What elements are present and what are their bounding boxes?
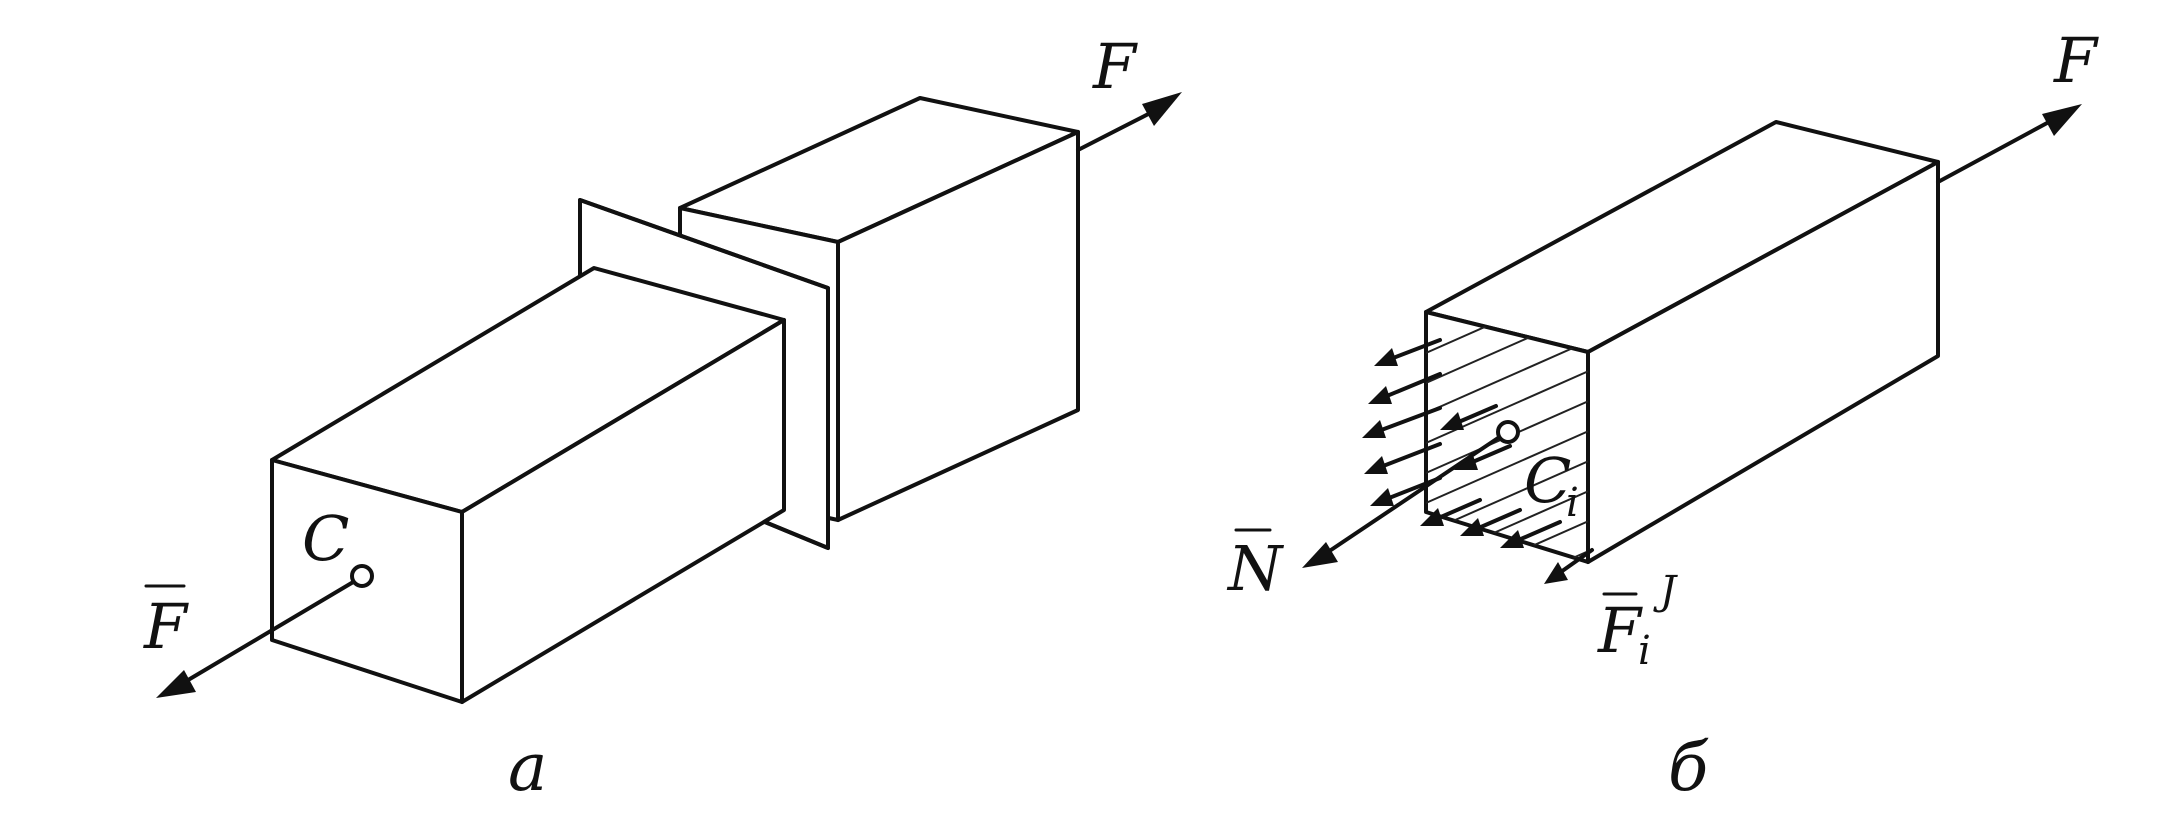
centroid-label-a: C — [302, 502, 349, 575]
svg-text:C: C — [1524, 444, 1571, 517]
internal-force-arrows — [1362, 338, 1594, 584]
svg-text:i: i — [1638, 628, 1651, 674]
svg-text:J: J — [1653, 568, 1678, 614]
force-label-left-a: F — [143, 584, 189, 663]
force-arrow-right-b — [1936, 104, 2082, 184]
centroid-point-a — [350, 564, 374, 588]
internal-force-label: F i J — [1597, 568, 1678, 674]
caption-b: б — [1668, 729, 1709, 806]
normal-force-label: N — [1226, 528, 1285, 605]
centroid-label-b: C i — [1524, 444, 1579, 526]
svg-text:i: i — [1566, 480, 1579, 526]
figure-a: F F C a — [143, 30, 1182, 806]
caption-a: a — [508, 729, 547, 806]
normal-force-arrow — [1302, 432, 1506, 568]
force-arrow-right-a — [1076, 92, 1182, 152]
left-prism — [270, 266, 786, 704]
force-arrow-left-a — [156, 576, 362, 698]
centroid-point-b — [1496, 420, 1520, 444]
figure-b: N C i F F i J б — [1226, 24, 2099, 806]
svg-text:F: F — [143, 590, 189, 663]
force-label-right-b: F — [2053, 24, 2099, 97]
svg-text:N: N — [1226, 532, 1285, 605]
svg-text:F: F — [1597, 594, 1643, 667]
cut-prism — [1424, 120, 1940, 564]
force-label-right-a: F — [1092, 30, 1138, 103]
